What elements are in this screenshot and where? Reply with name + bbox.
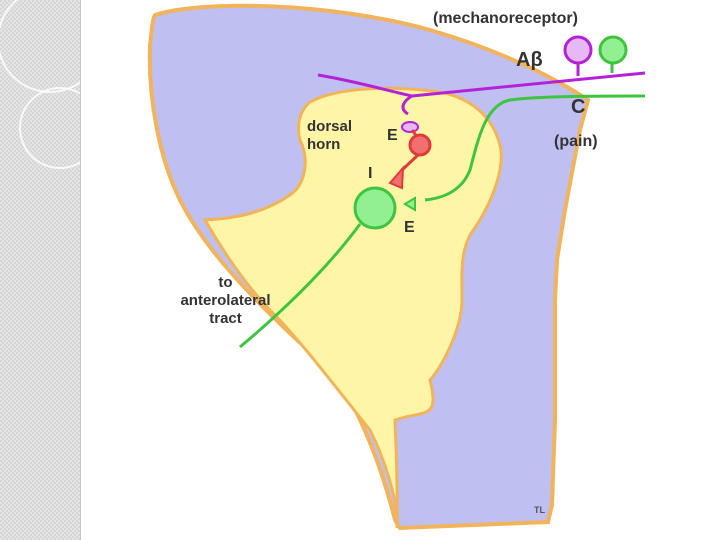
excitatory-bottom-label: E	[404, 219, 415, 236]
decorative-side-strip	[0, 0, 81, 540]
interneuron-cell-body	[408, 133, 432, 157]
dorsal-horn-line-2: horn	[307, 136, 341, 153]
dorsal-horn-label: dorsal horn	[307, 118, 352, 154]
c-fiber	[403, 35, 646, 212]
c-fiber-synaptic-terminal	[403, 196, 416, 212]
projection-neuron-cell-body	[353, 186, 397, 230]
excitatory-top-label: E	[387, 127, 398, 144]
anterolateral-tract-label: to anterolateral tract	[163, 274, 288, 328]
tract-line-1: to	[218, 274, 233, 291]
tract-line-2: anterolateral	[180, 292, 271, 309]
interneuron-terminal	[388, 165, 405, 190]
inhibitory-interneuron	[388, 129, 432, 190]
c-fiber-label: C	[571, 96, 586, 118]
c-fiber-cell-body	[598, 35, 628, 65]
projection-neuron	[239, 186, 397, 349]
mechanoreceptor-label: (mechanoreceptor)	[433, 10, 578, 27]
decorative-circles	[0, 0, 80, 169]
dorsal-horn-line-1: dorsal	[307, 118, 353, 135]
a-beta-label: Aβ	[516, 49, 543, 71]
tract-line-3: tract	[209, 310, 242, 327]
credit-label: TL	[534, 505, 545, 515]
a-beta-synaptic-terminal	[401, 121, 419, 133]
inhibitory-label: I	[368, 165, 373, 182]
a-beta-fiber	[317, 35, 646, 133]
pain-label: (pain)	[554, 133, 598, 150]
a-beta-cell-body	[563, 35, 593, 65]
projection-axon	[239, 223, 362, 349]
